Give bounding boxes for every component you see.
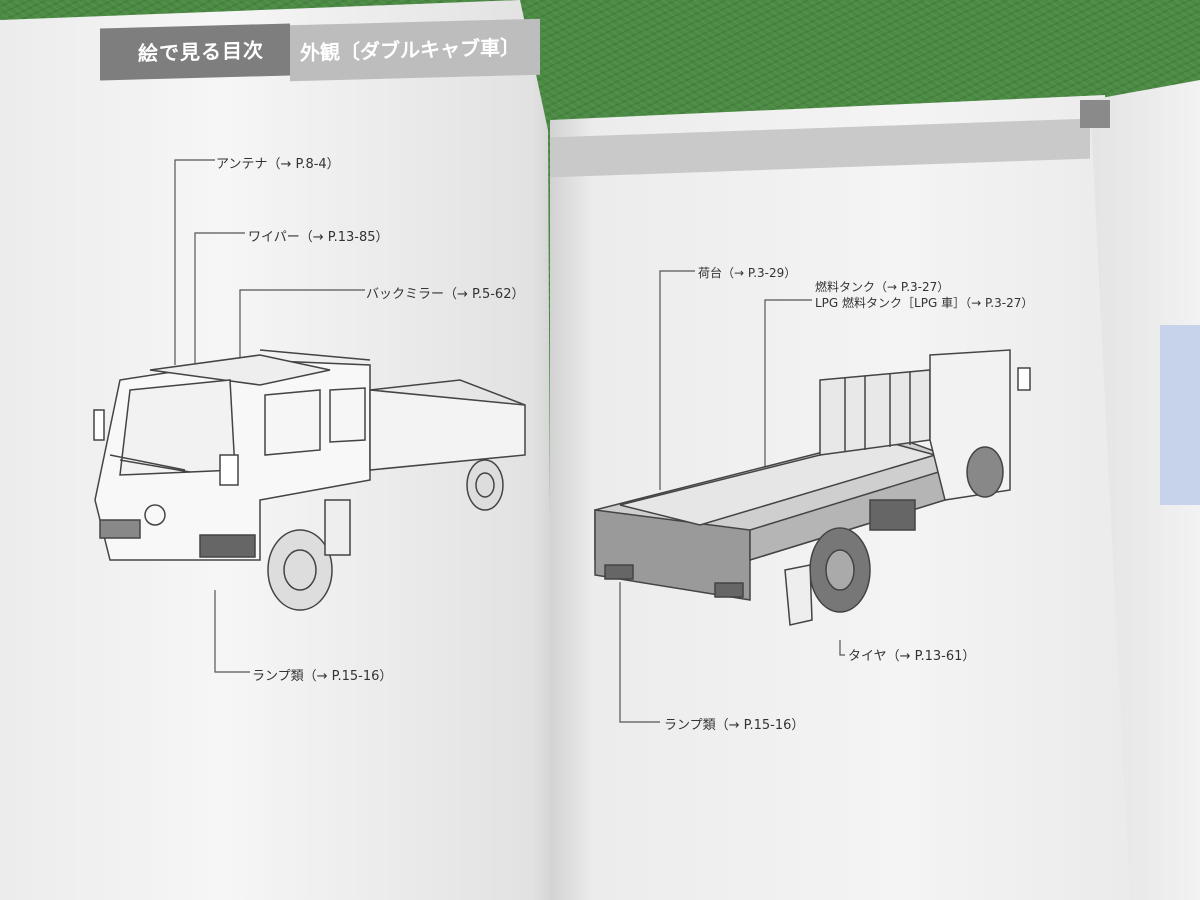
callout-lamps-rear: ランプ類（→ P.15-16）	[664, 718, 805, 733]
callout-tire: タイヤ（→ P.13-61）	[848, 649, 976, 664]
right-leader-lines	[619, 270, 845, 723]
right-page-tab-marker	[1080, 100, 1110, 128]
callout-fuel-tank: 燃料タンク（→ P.3-27）	[815, 280, 950, 294]
callout-deck: 荷台（→ P.3-29）	[698, 266, 797, 280]
callout-antenna: アンテナ（→ P.8-4）	[216, 157, 340, 172]
callout-back-mirror: バックミラー（→ P.5-62）	[366, 287, 525, 302]
callout-lpg-tank: LPG 燃料タンク［LPG 車］（→ P.3-27）	[815, 296, 1034, 310]
truck-rear-illustration	[594, 349, 1031, 626]
callout-lamps-front: ランプ類（→ P.15-16）	[252, 669, 393, 684]
callout-wiper: ワイパー（→ P.13-85）	[248, 230, 389, 245]
next-page-blue-strip	[1160, 325, 1200, 505]
truck-front-illustration	[93, 349, 526, 611]
